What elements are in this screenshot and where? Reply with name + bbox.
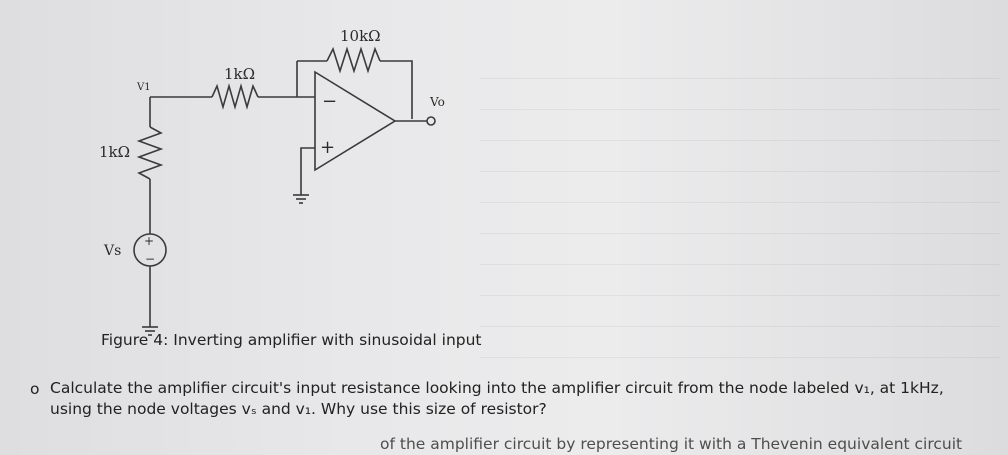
figure-caption: Figure 4: Inverting amplifier with sinus… (101, 331, 482, 349)
opamp-plus: + (320, 137, 335, 158)
output-terminal (426, 116, 436, 126)
resistor-feedback (326, 46, 381, 74)
label-r-source: 1kΩ (99, 143, 130, 161)
label-r-input: 1kΩ (224, 65, 255, 83)
source-plus-sign: + (144, 234, 154, 248)
opamp-symbol (314, 70, 397, 172)
source-minus-sign: − (145, 252, 155, 266)
ground-symbol-source (142, 326, 158, 336)
bullet-marker: o (30, 380, 40, 398)
wire-to-inverting-input (258, 61, 315, 98)
label-r-feedback: 10kΩ (340, 27, 381, 45)
label-source-vs: Vs (103, 243, 121, 259)
question-line-1: Calculate the amplifier circuit's input … (50, 379, 944, 397)
inverting-amplifier-schematic: − + + − 10kΩ 1kΩ V1 Vo 1kΩ Vs (99, 27, 445, 336)
ground-symbol-opamp (293, 194, 309, 204)
resistor-input (211, 83, 259, 110)
label-node-v1: V1 (136, 82, 151, 93)
bleed-through-text (480, 60, 1000, 360)
wire-feedback-right (380, 60, 413, 119)
opamp-minus: − (322, 91, 337, 112)
question-line-3-text: of the amplifier circuit by representing… (380, 435, 963, 453)
question-line-2: using the node voltages vₛ and v₁. Why u… (50, 400, 547, 418)
resistor-source (136, 126, 164, 180)
wire-noninverting-ground (300, 147, 315, 195)
question-line-3-partial: of the amplifier circuit by representing… (380, 434, 962, 455)
document-page: − + + − 10kΩ 1kΩ V1 Vo 1kΩ Vs Fi (30, 27, 1000, 453)
label-node-vo: Vo (429, 95, 445, 109)
